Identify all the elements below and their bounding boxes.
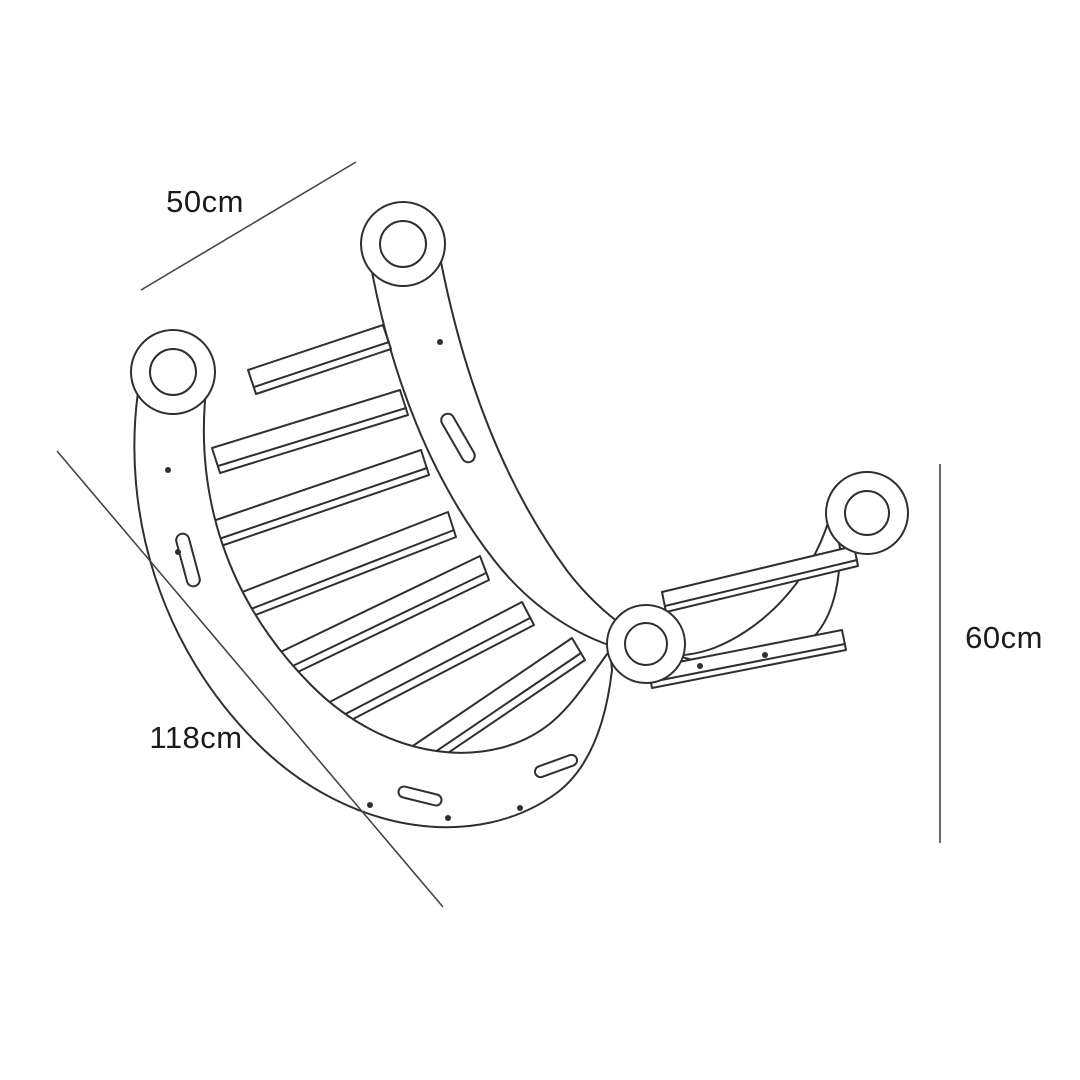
height-dimension-label: 60cm: [965, 620, 1043, 655]
screw-dot: [437, 339, 443, 345]
grip-slot-cutout: [175, 532, 201, 588]
screw-dot: [367, 802, 373, 808]
rung-edge-line: [217, 407, 407, 467]
grip-slot-cutout: [397, 785, 443, 807]
screw-dot: [697, 663, 703, 669]
near-side-rail: [133, 380, 613, 829]
rung-edge-line: [253, 341, 390, 388]
rung-edge-line: [329, 617, 531, 723]
side-rungs: [647, 545, 859, 689]
width-dimension-line: [140, 161, 357, 291]
screw-dots: [165, 339, 768, 821]
ladder-rung: [247, 324, 392, 395]
dimension-labels: 50cm 118cm 60cm: [149, 184, 1043, 755]
rung-edge-line: [664, 559, 858, 607]
rung-edge-line: [650, 643, 846, 683]
ladder-rung: [211, 389, 409, 474]
screw-dot: [517, 805, 523, 811]
handle-ring-hole: [379, 220, 427, 268]
handle-ring-hole: [624, 622, 668, 666]
screw-dot: [165, 467, 171, 473]
screw-dot: [762, 652, 768, 658]
grip-slot-cutout: [440, 412, 476, 464]
far-side-rail: [371, 261, 841, 668]
rung-edge-line: [215, 467, 428, 541]
rocker-line-drawing: [130, 201, 909, 829]
width-dimension-label: 50cm: [166, 184, 244, 219]
length-dimension-label: 118cm: [149, 720, 242, 755]
rung-edge-line: [237, 529, 455, 615]
screw-dot: [445, 815, 451, 821]
handle-ring-hole: [149, 348, 197, 396]
handle-ring-hole: [844, 490, 890, 536]
dimension-lines: [56, 161, 941, 908]
grip-slot-cutout: [533, 753, 579, 779]
rung-edge-line: [273, 572, 487, 676]
grip-slots: [175, 412, 579, 807]
handle-rings: [130, 201, 909, 684]
screw-dot: [175, 549, 181, 555]
length-dimension-line: [56, 450, 444, 908]
